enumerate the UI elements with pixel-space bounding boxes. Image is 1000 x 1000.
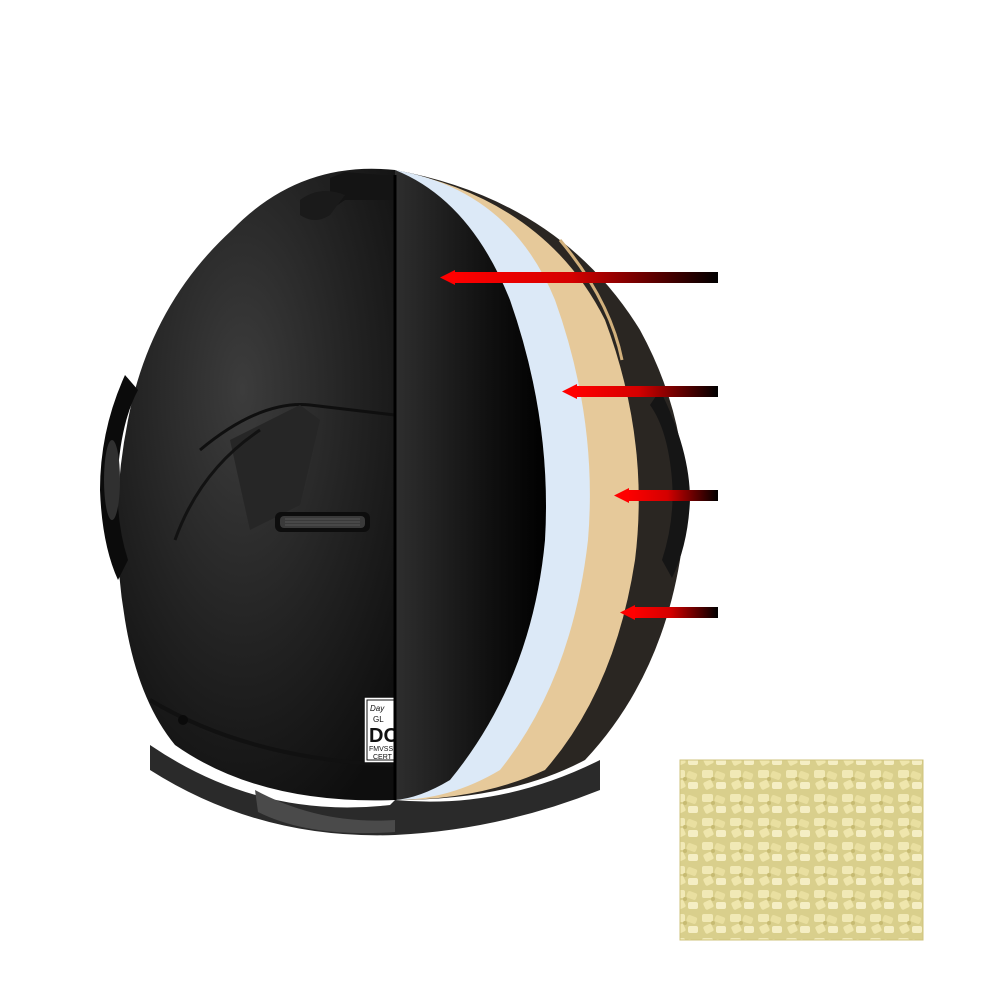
badge-line1: GL [373, 715, 384, 724]
callout-arrow [440, 270, 718, 285]
badge-line4: CERT [373, 754, 393, 761]
helmet-side-vent [100, 375, 138, 580]
callout-arrow [562, 384, 718, 399]
resin-pellets-photo [679, 759, 924, 941]
badge-brand: Day [370, 704, 385, 713]
layer-inner-shell [395, 170, 546, 800]
callout-arrows [440, 270, 718, 620]
badge-line3: FMVSS [369, 746, 393, 753]
rear-exhaust-vent [275, 512, 370, 532]
helmet-spoiler [330, 172, 395, 210]
callout-arrow [614, 488, 718, 503]
callout-arrow [620, 605, 718, 620]
badge-cert-big: DO [369, 725, 399, 747]
helmet-cross-section [393, 170, 690, 800]
